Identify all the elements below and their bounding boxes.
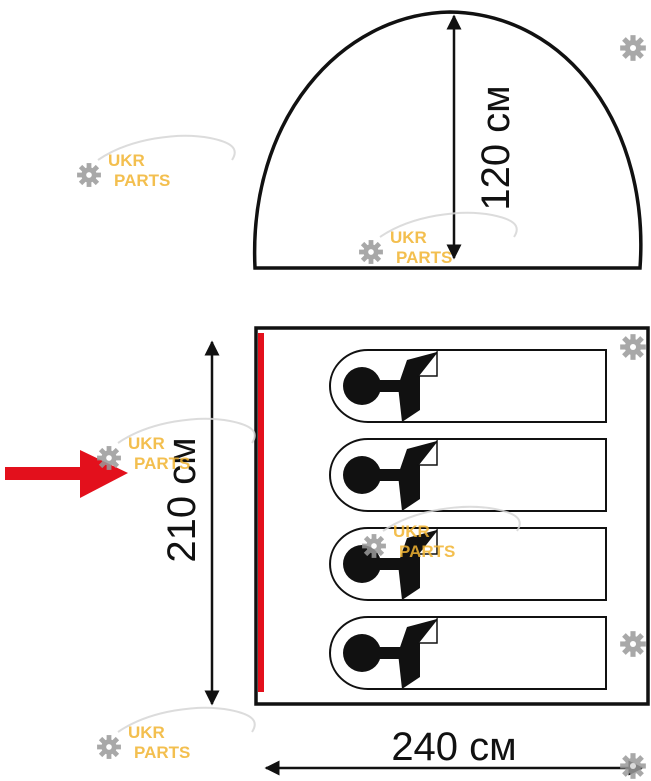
width-label: 240 см xyxy=(391,725,516,769)
gear-icon xyxy=(620,334,646,360)
gear-icon xyxy=(77,163,101,187)
watermark-brand-bottom: PARTS xyxy=(399,542,455,561)
gear-icon xyxy=(620,753,646,779)
sleeping-bag xyxy=(329,349,607,423)
watermark-brand-top: UKR xyxy=(390,228,427,247)
sleeping-bag xyxy=(329,616,607,690)
watermark-brand-top: UKR xyxy=(128,723,165,742)
sleeping-bag xyxy=(329,438,607,512)
watermark-brand-bottom: PARTS xyxy=(134,454,190,473)
gear-icon xyxy=(362,534,386,558)
watermark-brand-top: UKR xyxy=(393,522,430,541)
floor-plan: 210 см 240 см xyxy=(5,326,650,776)
gear-icon xyxy=(620,35,646,61)
gear-icon xyxy=(97,446,121,470)
person-icon xyxy=(343,634,402,672)
gear-icon xyxy=(359,240,383,264)
entrance-arrow-icon xyxy=(5,450,128,498)
watermark-brand-bottom: PARTS xyxy=(114,171,170,190)
person-icon xyxy=(343,456,402,494)
person-icon xyxy=(343,367,402,405)
depth-label: 210 см xyxy=(160,437,204,562)
sleeping-bag xyxy=(329,527,607,601)
side-view: 120 см xyxy=(252,10,643,270)
watermark-brand-top: UKR xyxy=(128,434,165,453)
watermark-brand-bottom: PARTS xyxy=(396,248,452,267)
dome-outline xyxy=(252,10,643,270)
person-icon xyxy=(343,545,402,583)
height-label: 120 см xyxy=(474,85,518,210)
floor-outline xyxy=(254,326,650,706)
gear-icon xyxy=(620,631,646,657)
sleeping-places xyxy=(329,349,607,690)
watermark-brand-top: UKR xyxy=(108,151,145,170)
gear-icon xyxy=(97,735,121,759)
watermark-brand-bottom: PARTS xyxy=(134,743,190,762)
